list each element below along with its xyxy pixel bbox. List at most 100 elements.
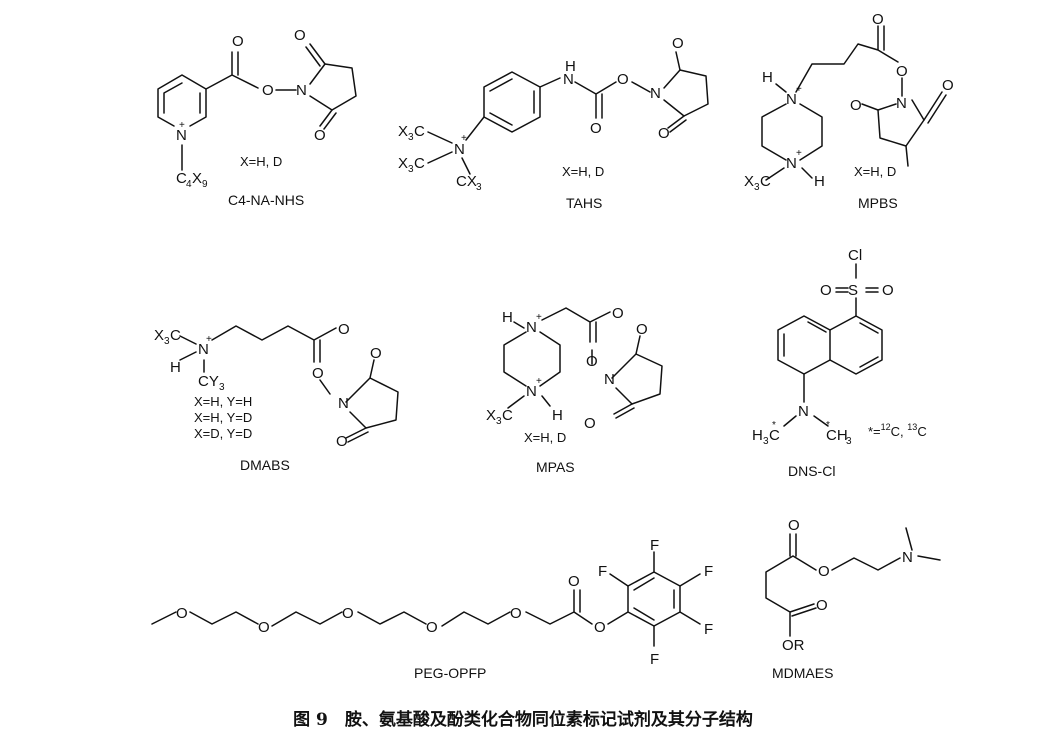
svg-text:H: H — [814, 173, 825, 190]
variant-label: X=H, D — [854, 164, 896, 179]
n-plus-label: N — [176, 127, 187, 144]
svg-text:4: 4 — [186, 179, 192, 190]
svg-text:O: O — [342, 605, 354, 622]
svg-text:+: + — [536, 376, 542, 387]
svg-text:C: C — [769, 427, 780, 444]
svg-text:F: F — [650, 537, 659, 554]
svg-text:O: O — [294, 27, 306, 44]
svg-text:O: O — [314, 127, 326, 144]
svg-text:O: O — [658, 125, 670, 142]
svg-text:X: X — [154, 327, 164, 344]
svg-text:X: X — [486, 407, 496, 424]
variant-label: X=H, Y=H — [194, 394, 252, 409]
svg-text:X: X — [398, 155, 408, 172]
svg-text:O: O — [594, 619, 606, 636]
svg-text:H: H — [565, 58, 576, 75]
svg-text:N: N — [526, 319, 537, 336]
svg-text:S: S — [848, 282, 858, 299]
svg-text:C: C — [502, 407, 513, 424]
svg-text:O: O — [232, 33, 244, 50]
chemical-structures-figure: N + O N O O O C 4 X 9 X=H, D C4-NA-NHS N… — [151, 11, 954, 681]
svg-text:+: + — [179, 120, 185, 131]
structure-peg-opfp: O O O O O O O F F F F F PEG-OPFP — [151, 537, 713, 681]
svg-text:N: N — [650, 85, 661, 102]
svg-text:O: O — [312, 365, 324, 382]
svg-text:+: + — [796, 148, 802, 159]
structure-mdmaes: O O N O OR MDMAES — [765, 517, 941, 681]
svg-text:O: O — [636, 321, 648, 338]
svg-text:+: + — [461, 133, 467, 144]
svg-text:3: 3 — [408, 164, 414, 175]
svg-text:H: H — [170, 359, 181, 376]
svg-text:N: N — [798, 403, 809, 420]
svg-text:3: 3 — [754, 182, 760, 193]
svg-text:C: C — [176, 170, 187, 187]
svg-text:O: O — [586, 353, 598, 370]
variant-label: X=H, D — [524, 430, 566, 445]
svg-text:N: N — [296, 82, 307, 99]
svg-text:N: N — [526, 383, 537, 400]
structure-c4-na-nhs: N + O N O O O C 4 X 9 X=H, D C4-NA-NHS — [157, 27, 357, 208]
svg-text:C: C — [760, 173, 771, 190]
variant-label: X=H, D — [562, 164, 604, 179]
svg-text:O: O — [584, 415, 596, 432]
svg-text:+: + — [206, 334, 212, 345]
svg-text:3: 3 — [496, 416, 502, 427]
svg-text:C: C — [414, 123, 425, 140]
svg-text:CH: CH — [826, 427, 848, 444]
compound-name: C4-NA-NHS — [228, 192, 304, 208]
svg-text:*: * — [772, 420, 776, 431]
svg-text:O: O — [590, 120, 602, 137]
svg-text:O: O — [816, 597, 828, 614]
svg-text:O: O — [820, 282, 832, 299]
svg-text:X: X — [192, 170, 202, 187]
svg-text:CX: CX — [456, 173, 477, 190]
svg-text:O: O — [818, 563, 830, 580]
svg-text:O: O — [370, 345, 382, 362]
svg-text:N: N — [604, 371, 615, 388]
svg-text:O: O — [258, 619, 270, 636]
svg-text:+: + — [796, 84, 802, 95]
svg-text:N: N — [198, 341, 209, 358]
svg-text:Cl: Cl — [848, 247, 862, 264]
svg-text:F: F — [598, 563, 607, 580]
compound-name: MPBS — [858, 195, 898, 211]
figure-caption: 图 9 胺、氨基酸及酚类化合物同位素标记试剂及其分子结构 — [293, 710, 753, 730]
svg-text:O: O — [788, 517, 800, 534]
svg-text:H: H — [502, 309, 513, 326]
svg-text:O: O — [872, 11, 884, 28]
compound-name: MPAS — [536, 459, 575, 475]
variant-label: X=H, D — [240, 154, 282, 169]
svg-text:N: N — [902, 549, 913, 566]
svg-text:3: 3 — [408, 132, 414, 143]
isotope-note: *=12C, 13C — [868, 422, 927, 439]
svg-text:N: N — [786, 91, 797, 108]
svg-text:O: O — [896, 63, 908, 80]
svg-text:O: O — [510, 605, 522, 622]
svg-text:O: O — [942, 77, 954, 94]
svg-text:H: H — [552, 407, 563, 424]
variant-label: X=D, Y=D — [194, 426, 252, 441]
svg-text:F: F — [704, 621, 713, 638]
svg-text:O: O — [850, 97, 862, 114]
compound-name: DMABS — [240, 457, 290, 473]
svg-text:N: N — [786, 155, 797, 172]
svg-text:O: O — [338, 321, 350, 338]
svg-text:+: + — [536, 312, 542, 323]
svg-text:X: X — [398, 123, 408, 140]
svg-text:O: O — [672, 35, 684, 52]
svg-text:O: O — [612, 305, 624, 322]
svg-text:N: N — [896, 95, 907, 112]
svg-text:O: O — [336, 433, 348, 450]
compound-name: TAHS — [566, 195, 602, 211]
svg-text:O: O — [262, 82, 274, 99]
svg-text:3: 3 — [164, 336, 170, 347]
svg-text:3: 3 — [219, 382, 225, 393]
variant-label: X=H, Y=D — [194, 410, 252, 425]
compound-name: DNS-Cl — [788, 463, 835, 479]
svg-text:OR: OR — [782, 637, 805, 654]
